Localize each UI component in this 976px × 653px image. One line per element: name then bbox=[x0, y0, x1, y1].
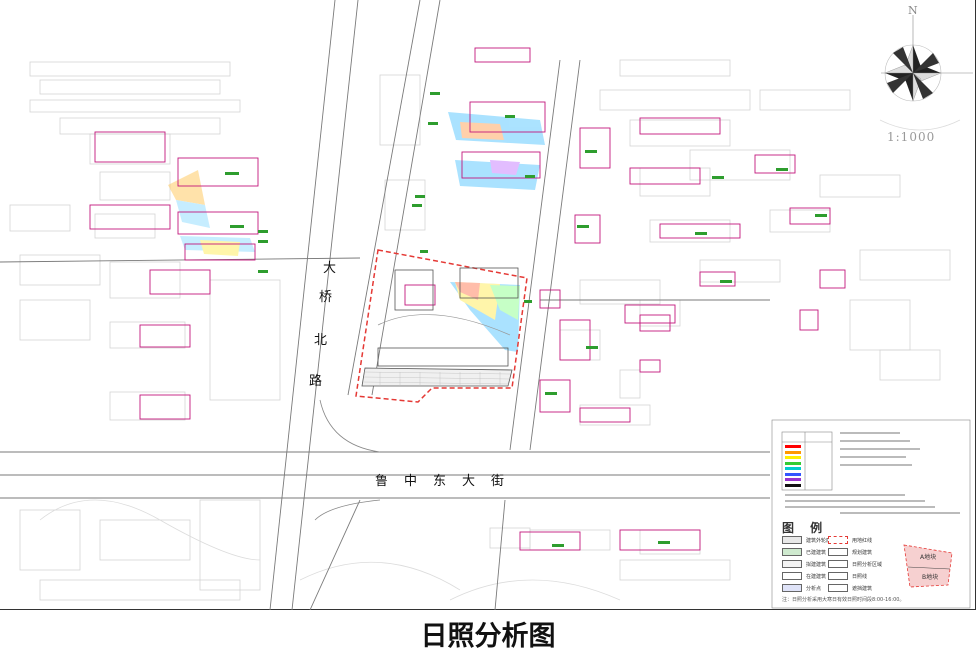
site-curve bbox=[377, 314, 511, 336]
road-curve bbox=[314, 499, 381, 521]
legend-item-label: 遮挡建筑 bbox=[852, 585, 873, 592]
road-label-char: 鲁 bbox=[375, 474, 389, 489]
legend-item: 日照分析区域 bbox=[828, 560, 882, 568]
site-grid bbox=[362, 371, 511, 386]
legend-swatch bbox=[828, 548, 848, 556]
road-label-char: 大 bbox=[323, 261, 337, 276]
road-label-char: 桥 bbox=[319, 290, 333, 305]
color-scale-swatch bbox=[785, 461, 801, 465]
road-label-char: 路 bbox=[309, 374, 323, 389]
legend-item-label: 日照分析区域 bbox=[852, 561, 883, 568]
legend-swatch bbox=[782, 584, 802, 592]
legend-item: 遮挡建筑 bbox=[828, 584, 872, 592]
legend-item: 分析点 bbox=[782, 584, 821, 592]
color-scale-swatch bbox=[785, 483, 801, 487]
legend-item-label: 分析点 bbox=[806, 585, 822, 592]
background-contours bbox=[39, 119, 961, 601]
legend-item-label: 建筑外轮廓 bbox=[806, 537, 832, 544]
color-scale-swatch bbox=[785, 445, 801, 448]
legend-text-lines bbox=[785, 432, 960, 514]
buildings bbox=[89, 47, 846, 551]
legend-item: 用地红线 bbox=[828, 536, 872, 544]
color-scale-swatch bbox=[785, 478, 801, 481]
legend-swatch bbox=[782, 536, 802, 544]
legend-swatch bbox=[828, 584, 848, 592]
legend-swatch bbox=[828, 560, 848, 568]
legend-swatch bbox=[828, 572, 848, 580]
site-label-a: A地块 bbox=[920, 554, 937, 561]
legend-swatch bbox=[782, 572, 802, 580]
road-label-char: 街 bbox=[491, 474, 505, 489]
north-arrow-icon bbox=[881, 15, 973, 102]
color-scale-swatch bbox=[785, 450, 801, 454]
legend-title: 图 例 bbox=[782, 521, 829, 535]
site-redline bbox=[355, 249, 528, 403]
legend-item-label: 已建建筑 bbox=[806, 549, 827, 556]
color-scale-swatch bbox=[785, 467, 801, 470]
road-lines bbox=[0, 0, 770, 610]
site-plan-map bbox=[0, 0, 973, 610]
legend-swatch bbox=[782, 560, 802, 568]
legend-item-label: 在建建筑 bbox=[806, 573, 827, 580]
legend-item: 拟建建筑 bbox=[782, 560, 826, 568]
road-label-char: 北 bbox=[314, 333, 328, 348]
road-label-char: 中 bbox=[404, 474, 418, 489]
background-buildings bbox=[9, 59, 951, 601]
site-label-b: B地块 bbox=[922, 574, 939, 581]
legend-swatch bbox=[828, 536, 848, 544]
color-scale-swatch bbox=[785, 456, 801, 459]
legend-item-label: 日照线 bbox=[852, 573, 868, 580]
legend-item-label: 拟建建筑 bbox=[806, 561, 827, 568]
legend-item: 规划建筑 bbox=[828, 548, 872, 556]
scale-label: 1:1000 bbox=[887, 130, 936, 144]
legend-swatch bbox=[782, 548, 802, 556]
sun-shadow-fans bbox=[168, 112, 545, 352]
page-title: 日照分析图 bbox=[420, 621, 556, 652]
legend-item: 已建建筑 bbox=[782, 548, 826, 556]
legend-site-plan-icon bbox=[903, 544, 953, 588]
green-annotations bbox=[225, 92, 827, 547]
legend-item: 建筑外轮廓 bbox=[782, 536, 831, 544]
north-label: N bbox=[908, 4, 918, 17]
road-curve bbox=[319, 399, 381, 453]
legend-item: 日照线 bbox=[828, 572, 867, 580]
color-scale-swatch bbox=[785, 472, 801, 476]
legend-item-label: 用地红线 bbox=[852, 537, 873, 544]
legend-item: 在建建筑 bbox=[782, 572, 826, 580]
road-label-char: 大 bbox=[462, 474, 476, 489]
drawing-sheet: 大 桥 北 路 鲁 中 东 大 街 N 1:1000 图 例 建筑外轮廓 用地红线… bbox=[0, 0, 976, 610]
legend-note: 注：日照分析采用大寒日有效日照时间段8:00-16:00。 bbox=[782, 597, 905, 603]
legend-item-label: 规划建筑 bbox=[852, 549, 873, 556]
road-label-char: 东 bbox=[433, 474, 447, 489]
